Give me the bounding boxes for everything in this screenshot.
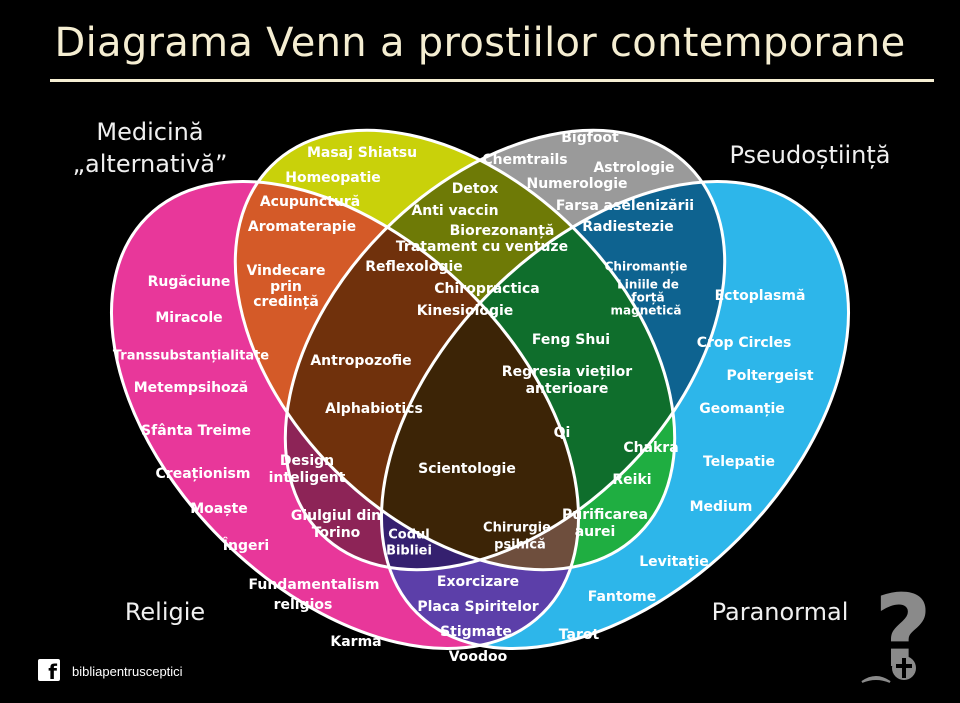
item-antropozofie: Antropozofie	[310, 353, 411, 369]
item-fantome: Fantome	[588, 589, 657, 605]
item-masaj-shiatsu: Masaj Shiatsu	[307, 145, 417, 161]
item-purificarea: Purificarea	[562, 507, 648, 523]
item-sfanta-treime: Sfânta Treime	[141, 423, 251, 439]
logo-book-icon	[861, 676, 891, 683]
item-vindecare: Vindecare	[246, 263, 325, 279]
item-homeopatie: Homeopatie	[285, 170, 381, 186]
item-anterioare: anterioare	[526, 381, 609, 397]
item-crop-circles: Crop Circles	[697, 335, 792, 351]
alternative-medicine-outline	[233, 128, 677, 572]
item-astrologie: Astrologie	[593, 160, 674, 176]
question-mark-logo-icon: ?	[861, 588, 932, 688]
item-telepatie: Telepatie	[703, 454, 775, 470]
item-qi: Qi	[554, 425, 571, 441]
item-torino: Torino	[312, 525, 361, 541]
item-radiestezie: Radiestezie	[582, 219, 674, 235]
item-credinta: credință	[253, 294, 319, 310]
item-tratament-cu-ventuze: Tratament cu ventuze	[396, 239, 568, 255]
item-liniile-de: Liniile de	[617, 278, 679, 292]
item-giulgiul-din: Giulgiul din	[291, 508, 381, 524]
item-scientologie: Scientologie	[418, 461, 516, 477]
item-ingeri: Îngeri	[223, 537, 269, 554]
item-stigmate: Stigmate	[440, 624, 512, 640]
item-reflexologie: Reflexologie	[365, 259, 463, 275]
item-regresia-vietilor: Regresia vieților	[502, 364, 632, 380]
item-metempsihoza: Metempsihoză	[134, 380, 249, 396]
paranormal-outline	[380, 180, 850, 650]
pseudoscience-outline	[283, 128, 727, 572]
label-alternative-medicine-line2: „alternativă”	[72, 150, 228, 178]
label-religion: Religie	[124, 598, 206, 626]
item-poltergeist: Poltergeist	[726, 368, 813, 384]
item-anti-vaccin: Anti vaccin	[411, 203, 498, 219]
item-medium: Medium	[690, 499, 753, 515]
facebook-icon[interactable]: f	[38, 659, 60, 681]
item-forta: forță	[631, 291, 664, 305]
item-placa-spiritelor: Placa Spiritelor	[417, 599, 538, 615]
item-moaste: Moaște	[190, 501, 248, 517]
item-creationism: Creaționism	[156, 466, 251, 482]
item-chirurgie: Chirurgie	[483, 521, 551, 536]
item-levitatie: Levitație	[639, 554, 708, 570]
logo-cross-horizontal	[896, 664, 912, 668]
item-rugaciune: Rugăciune	[148, 274, 231, 290]
label-paranormal: Paranormal	[711, 598, 849, 626]
religion-outline	[110, 180, 580, 650]
item-alphabiotics: Alphabiotics	[325, 401, 423, 417]
item-detox: Detox	[452, 181, 498, 197]
item-aromaterapie: Aromaterapie	[248, 219, 356, 235]
item-bigfoot: Bigfoot	[561, 130, 619, 146]
item-farsa-aselenizarii: Farsa aselenizării	[556, 198, 694, 214]
item-karma: Karma	[330, 634, 381, 650]
item-feng-shui: Feng Shui	[532, 332, 610, 348]
label-pseudoscience: Pseudoștiință	[729, 141, 891, 169]
item-inteligent: inteligent	[269, 470, 346, 486]
item-chemtrails: Chemtrails	[482, 152, 567, 168]
item-acupunctura: Acupunctură	[260, 194, 360, 210]
label-alternative-medicine-line1: Medicină	[96, 118, 204, 146]
item-voodoo: Voodoo	[449, 649, 508, 665]
label-alternative-medicine: Medicină „alternativă”	[60, 116, 240, 180]
item-chiromantie: Chiromanție	[605, 260, 688, 274]
facebook-page-name[interactable]: bibliapentrusceptici	[72, 664, 183, 679]
item-miracole: Miracole	[155, 310, 222, 326]
item-psihica: psihică	[494, 538, 546, 553]
item-transsubstantialitate: Transsubstanțialitate	[113, 349, 269, 364]
item-exorcizare: Exorcizare	[437, 574, 519, 590]
item-ectoplasma: Ectoplasmă	[715, 288, 806, 304]
item-bibliei: Bibliei	[386, 544, 432, 559]
item-magnetica: magnetică	[611, 304, 682, 318]
title-divider	[50, 79, 934, 82]
item-codul: Codul	[388, 528, 430, 543]
item-fundamentalism: Fundamentalism	[249, 577, 380, 593]
item-aurei: aurei	[575, 524, 616, 540]
diagram-title: Diagrama Venn a prostiilor contemporane	[54, 20, 906, 66]
item-design: Design	[280, 453, 334, 469]
item-kinesiologie: Kinesiologie	[417, 303, 514, 319]
item-prin: prin	[270, 279, 302, 295]
item-geomantie: Geomanție	[699, 401, 785, 417]
item-numerologie: Numerologie	[526, 176, 627, 192]
item-biorezonanta: Biorezonanță	[450, 223, 555, 239]
item-tarot: Tarot	[559, 627, 600, 643]
item-chakra: Chakra	[623, 440, 678, 456]
item-religios: religios	[274, 597, 333, 613]
item-reiki: Reiki	[612, 472, 651, 488]
item-chiropractica: Chiropractica	[434, 281, 539, 297]
